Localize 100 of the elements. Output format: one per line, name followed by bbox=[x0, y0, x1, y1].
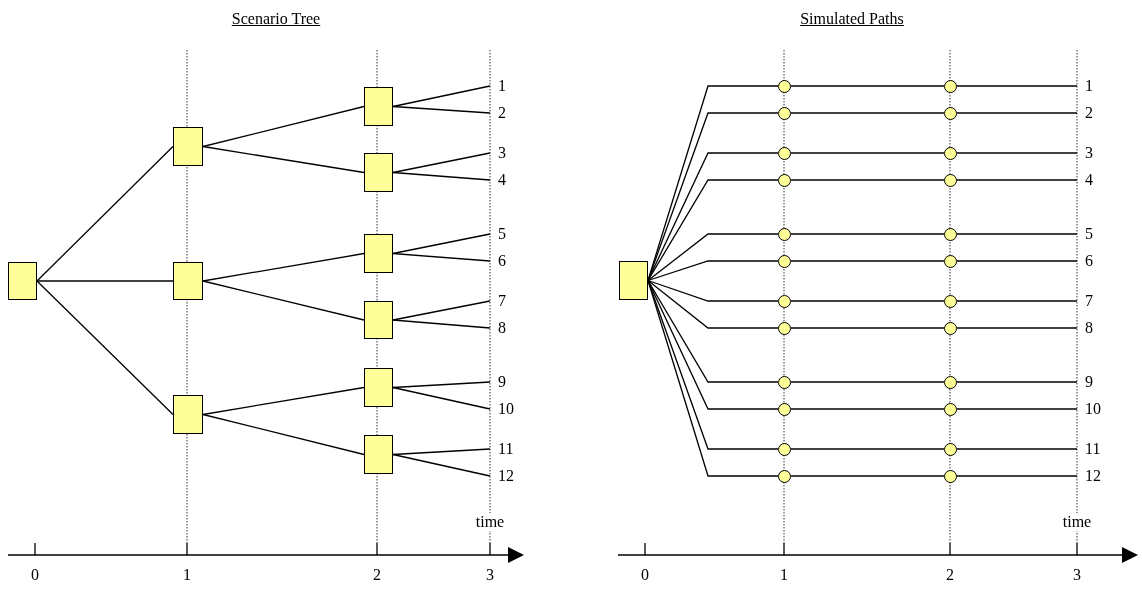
path-number: 1 bbox=[490, 76, 506, 96]
node-circle bbox=[778, 321, 791, 335]
connector-line bbox=[647, 279, 779, 329]
connector-line bbox=[956, 408, 1078, 410]
axis-label: time bbox=[1062, 513, 1092, 531]
node-box bbox=[364, 368, 393, 407]
node-box bbox=[364, 301, 393, 339]
connector-line bbox=[956, 300, 1078, 302]
connector-line bbox=[647, 260, 779, 282]
connector-line bbox=[790, 112, 945, 114]
node-circle bbox=[944, 402, 957, 416]
connector-line bbox=[790, 408, 945, 410]
tick-label: 3 bbox=[1073, 566, 1081, 584]
connector-line bbox=[956, 327, 1078, 329]
path-number: 6 bbox=[1077, 251, 1093, 271]
node-circle bbox=[944, 254, 957, 268]
node-circle bbox=[778, 469, 791, 483]
connector-line bbox=[956, 152, 1078, 154]
node-box bbox=[173, 127, 203, 166]
node-circle bbox=[944, 146, 957, 160]
path-number: 6 bbox=[490, 251, 506, 271]
path-number: 10 bbox=[1077, 399, 1101, 419]
node-box bbox=[364, 435, 393, 474]
connector-line bbox=[202, 145, 365, 174]
path-number: 7 bbox=[490, 291, 506, 311]
tick-label: 0 bbox=[641, 566, 649, 584]
node-circle bbox=[944, 294, 957, 308]
node-box bbox=[619, 261, 648, 300]
node-box bbox=[364, 234, 393, 273]
connector-line bbox=[956, 475, 1078, 477]
node-circle bbox=[944, 173, 957, 187]
path-number: 2 bbox=[490, 103, 506, 123]
node-circle bbox=[778, 442, 791, 456]
path-number: 11 bbox=[490, 439, 514, 459]
connector-line bbox=[392, 252, 491, 262]
connector-line bbox=[202, 280, 365, 321]
node-box bbox=[364, 87, 393, 126]
tick-label: 2 bbox=[373, 566, 381, 584]
tick-label: 3 bbox=[486, 566, 494, 584]
node-circle bbox=[944, 227, 957, 241]
connector-line bbox=[790, 85, 945, 87]
connector-line bbox=[647, 179, 779, 282]
connector-line bbox=[647, 233, 779, 282]
connector-line bbox=[790, 300, 945, 302]
node-circle bbox=[778, 227, 791, 241]
connector-line bbox=[202, 413, 365, 456]
connector-line bbox=[36, 145, 174, 282]
connector-line bbox=[790, 475, 945, 477]
path-number: 11 bbox=[1077, 439, 1101, 459]
node-circle bbox=[944, 442, 957, 456]
node-circle bbox=[778, 146, 791, 160]
connector-line bbox=[392, 319, 491, 329]
connector-line bbox=[790, 233, 945, 235]
connector-line bbox=[392, 171, 491, 181]
connector-line bbox=[392, 453, 491, 477]
connector-line bbox=[392, 85, 491, 108]
connector-line bbox=[956, 448, 1078, 450]
connector-line bbox=[956, 179, 1078, 181]
connector-line bbox=[36, 280, 174, 416]
connector-line bbox=[956, 85, 1078, 87]
connector-line bbox=[202, 386, 365, 416]
tick-label: 0 bbox=[31, 566, 39, 584]
node-circle bbox=[778, 173, 791, 187]
node-box bbox=[8, 262, 37, 300]
node-box bbox=[364, 153, 393, 192]
connector-line bbox=[790, 381, 945, 383]
node-circle bbox=[778, 254, 791, 268]
node-circle bbox=[778, 106, 791, 120]
tick-label: 1 bbox=[780, 566, 788, 584]
node-box bbox=[173, 262, 203, 300]
connector-line bbox=[392, 233, 491, 255]
connector-line bbox=[790, 448, 945, 450]
connector-line bbox=[956, 381, 1078, 383]
connector-line bbox=[647, 279, 779, 302]
axis-label: time bbox=[475, 513, 505, 531]
node-circle bbox=[778, 375, 791, 389]
panel-title: Simulated Paths bbox=[800, 10, 904, 28]
node-box bbox=[173, 395, 203, 434]
path-number: 4 bbox=[1077, 170, 1093, 190]
connector-line bbox=[790, 179, 945, 181]
connector-line bbox=[36, 280, 174, 282]
connector-line bbox=[392, 386, 491, 410]
node-circle bbox=[778, 294, 791, 308]
connector-line bbox=[956, 260, 1078, 262]
connector-line bbox=[790, 327, 945, 329]
node-circle bbox=[944, 321, 957, 335]
node-circle bbox=[944, 79, 957, 93]
node-circle bbox=[778, 79, 791, 93]
path-number: 8 bbox=[490, 318, 506, 338]
path-number: 7 bbox=[1077, 291, 1093, 311]
path-number: 5 bbox=[1077, 224, 1093, 244]
node-circle bbox=[944, 106, 957, 120]
node-circle bbox=[944, 469, 957, 483]
connector-line bbox=[392, 105, 491, 114]
connector-line bbox=[202, 252, 365, 282]
connector-line bbox=[956, 233, 1078, 235]
panel-title: Scenario Tree bbox=[231, 10, 321, 28]
node-circle bbox=[944, 375, 957, 389]
connector-line bbox=[392, 152, 491, 174]
connector-line bbox=[392, 300, 491, 321]
